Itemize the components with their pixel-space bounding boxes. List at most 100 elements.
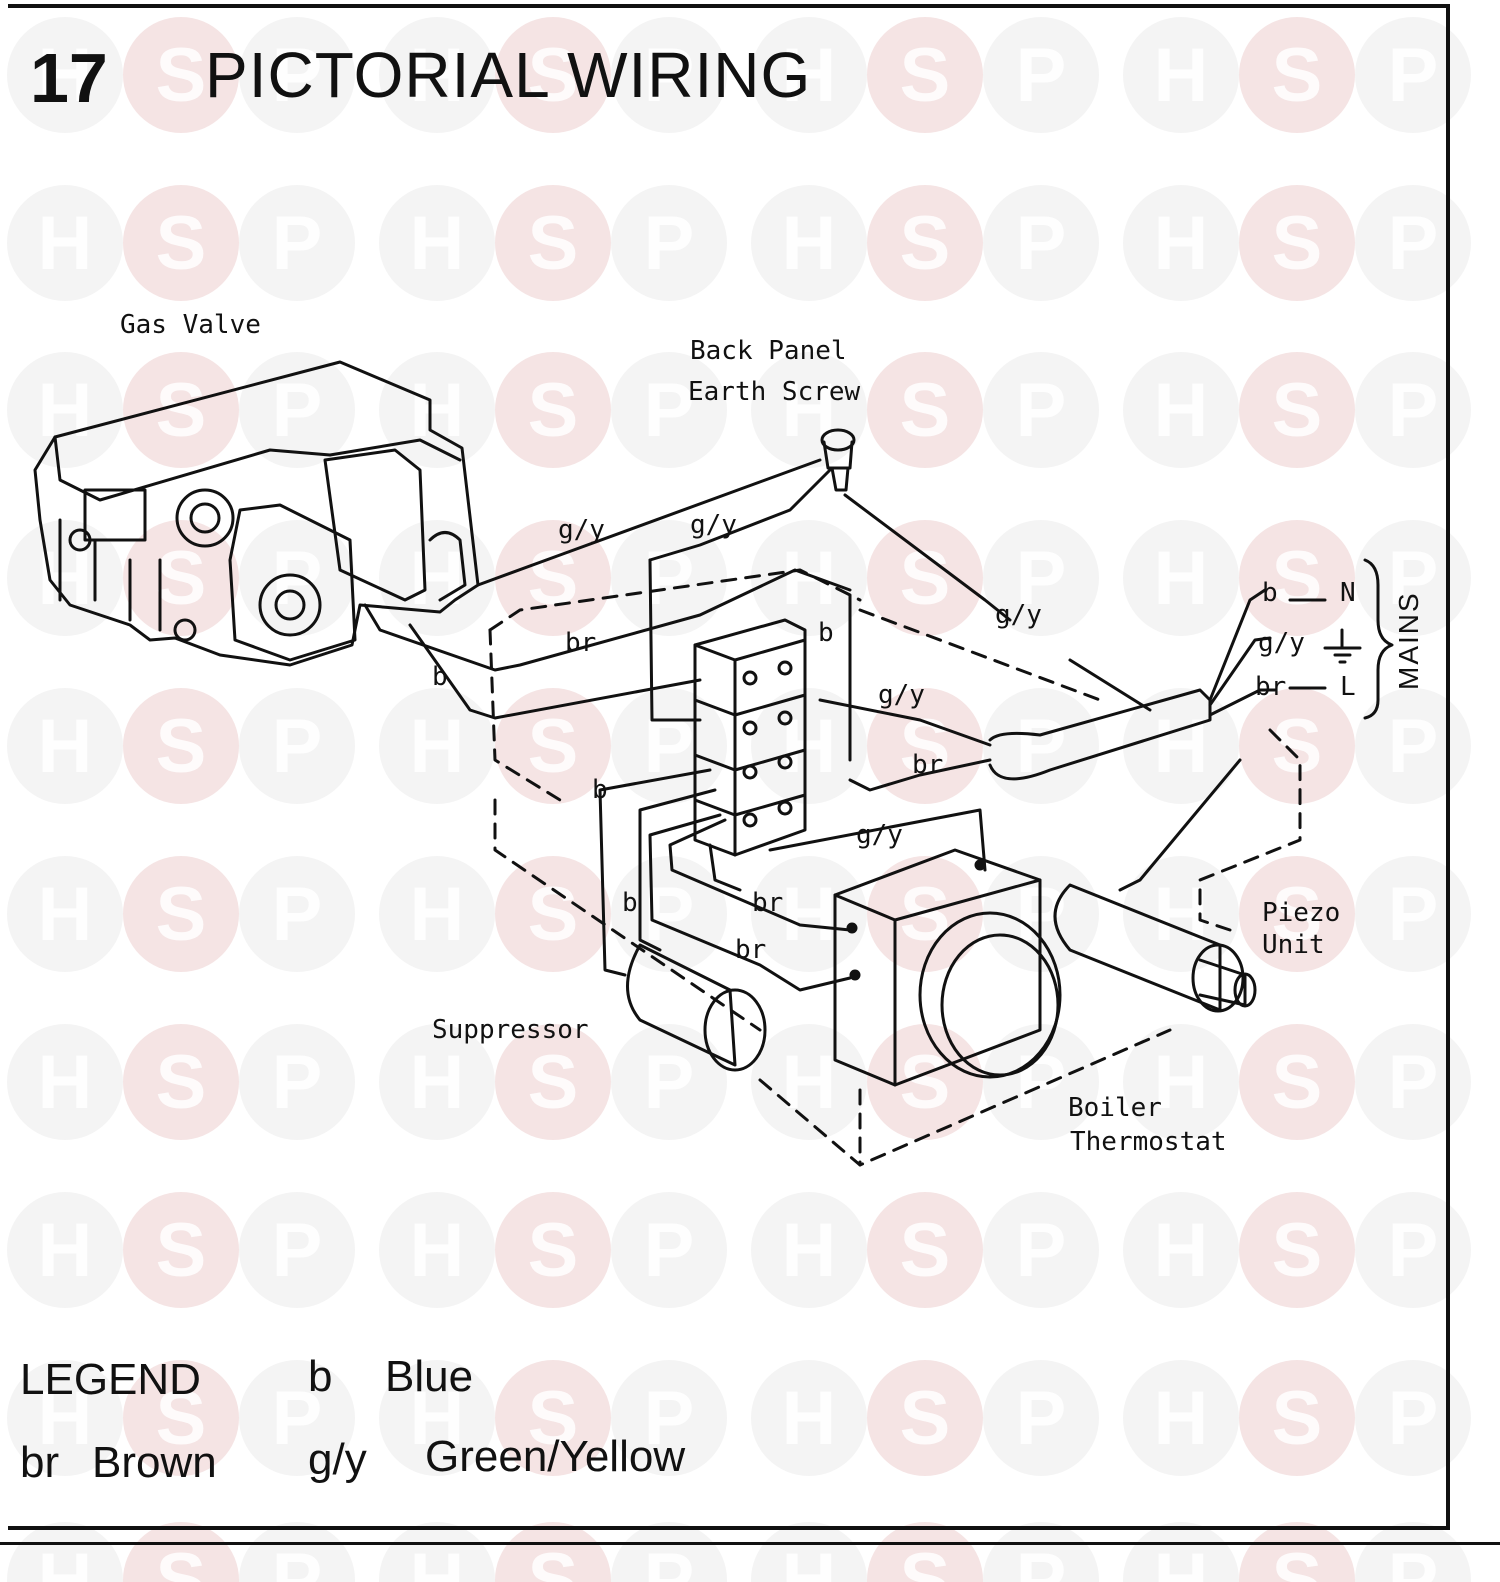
watermark-letter: H xyxy=(38,33,93,118)
watermark-letter: P xyxy=(1388,33,1439,118)
label-piezo: Piezo xyxy=(1262,898,1341,928)
watermark-circle xyxy=(611,17,727,133)
watermark-letter: P xyxy=(272,1538,323,1582)
watermark-circle xyxy=(379,1522,495,1582)
watermark-letter: S xyxy=(156,201,207,286)
mains-wire-br: br xyxy=(1255,672,1287,702)
watermark-letter: P xyxy=(272,872,323,957)
watermark-circle xyxy=(1123,185,1239,301)
section-title: PICTORIAL WIRING xyxy=(205,39,812,111)
watermark-circle xyxy=(867,1360,983,1476)
wire-label-br-mid: br xyxy=(912,750,944,780)
watermark-circle xyxy=(751,1522,867,1582)
watermark-letter: H xyxy=(782,1208,837,1293)
watermark-circle xyxy=(239,520,355,636)
watermark-letter: S xyxy=(156,872,207,957)
watermark-circle xyxy=(123,17,239,133)
watermark-circle xyxy=(7,1522,123,1582)
watermark-circle xyxy=(1239,185,1355,301)
watermark-letter: H xyxy=(410,536,465,621)
watermark-letter: P xyxy=(644,368,695,453)
terminal-block-drawing xyxy=(693,618,807,857)
watermark-circle xyxy=(7,17,123,133)
watermark-circle xyxy=(123,185,239,301)
watermark-letter: P xyxy=(1388,368,1439,453)
watermark-letter: S xyxy=(900,1208,951,1293)
watermark-circle xyxy=(1239,1024,1355,1140)
legend-code-blue: b xyxy=(308,1352,333,1401)
watermark-circle xyxy=(983,1024,1099,1140)
watermark-circle xyxy=(611,1192,727,1308)
watermark-letter: P xyxy=(272,33,323,118)
watermark-circle xyxy=(1355,17,1471,133)
watermark-letter: S xyxy=(528,872,579,957)
watermark-circle xyxy=(983,185,1099,301)
watermark-circle xyxy=(611,1024,727,1140)
watermark-circle xyxy=(611,520,727,636)
watermark-letter: S xyxy=(528,1376,579,1461)
watermark-circle xyxy=(379,1192,495,1308)
watermark-letter: S xyxy=(900,1376,951,1461)
watermark-letter: P xyxy=(1388,1040,1439,1125)
casing-dashed-outline xyxy=(488,568,1302,1167)
watermark-circle xyxy=(983,352,1099,468)
watermark-circle xyxy=(123,856,239,972)
watermark-letter: S xyxy=(1272,201,1323,286)
watermark-circle xyxy=(123,1360,239,1476)
wire-label-br-low2: br xyxy=(735,935,767,965)
watermark-letter: H xyxy=(782,1040,837,1125)
watermark-letter: S xyxy=(900,1538,951,1582)
watermark-circle xyxy=(123,1192,239,1308)
watermark-letter: S xyxy=(1272,872,1323,957)
diagram-frame xyxy=(8,4,1450,1530)
watermark-letter: P xyxy=(1016,536,1067,621)
watermark-letter: S xyxy=(1272,1538,1323,1582)
watermark-letter: H xyxy=(410,33,465,118)
watermark-circle xyxy=(379,17,495,133)
watermark-letter: S xyxy=(900,536,951,621)
watermark-letter: H xyxy=(38,704,93,789)
watermark-circle xyxy=(1239,520,1355,636)
watermark-circle xyxy=(751,185,867,301)
label-boiler: Boiler xyxy=(1068,1093,1162,1123)
watermark-letter: S xyxy=(156,704,207,789)
watermark-letter: S xyxy=(156,33,207,118)
watermark-circle xyxy=(495,1360,611,1476)
watermark-letter: S xyxy=(1272,33,1323,118)
watermark-circle xyxy=(1355,352,1471,468)
watermark-letter: H xyxy=(782,368,837,453)
watermark-circle xyxy=(7,856,123,972)
watermark-circle xyxy=(751,17,867,133)
watermark-circle xyxy=(1123,17,1239,133)
watermark-circle xyxy=(1239,1192,1355,1308)
label-thermostat: Thermostat xyxy=(1070,1127,1227,1157)
suppressor-drawing xyxy=(626,943,767,1072)
watermark-letter: S xyxy=(156,536,207,621)
watermark-letter: H xyxy=(1154,201,1209,286)
watermark-letter: H xyxy=(410,704,465,789)
watermark-circle xyxy=(379,185,495,301)
legend-heading: LEGEND xyxy=(20,1355,201,1404)
watermark-letter: H xyxy=(1154,1538,1209,1582)
watermark-circle xyxy=(239,856,355,972)
watermark-letter: P xyxy=(1388,704,1439,789)
watermark-circle xyxy=(239,1360,355,1476)
watermark-letter: P xyxy=(272,201,323,286)
watermark-circle xyxy=(983,1360,1099,1476)
watermark-circle xyxy=(611,185,727,301)
watermark-letter: S xyxy=(1272,1376,1323,1461)
watermark-circle xyxy=(7,185,123,301)
watermark-circle xyxy=(379,520,495,636)
watermark-circle xyxy=(751,856,867,972)
watermark-letter: S xyxy=(156,1208,207,1293)
watermark-circle xyxy=(123,352,239,468)
watermark-circle xyxy=(611,688,727,804)
watermark-circle xyxy=(983,1522,1099,1582)
watermark-circle xyxy=(867,17,983,133)
watermark-letter: P xyxy=(644,1538,695,1582)
watermark-letter: P xyxy=(1388,1538,1439,1582)
watermark-letter: H xyxy=(410,1208,465,1293)
watermark-circle xyxy=(751,520,867,636)
